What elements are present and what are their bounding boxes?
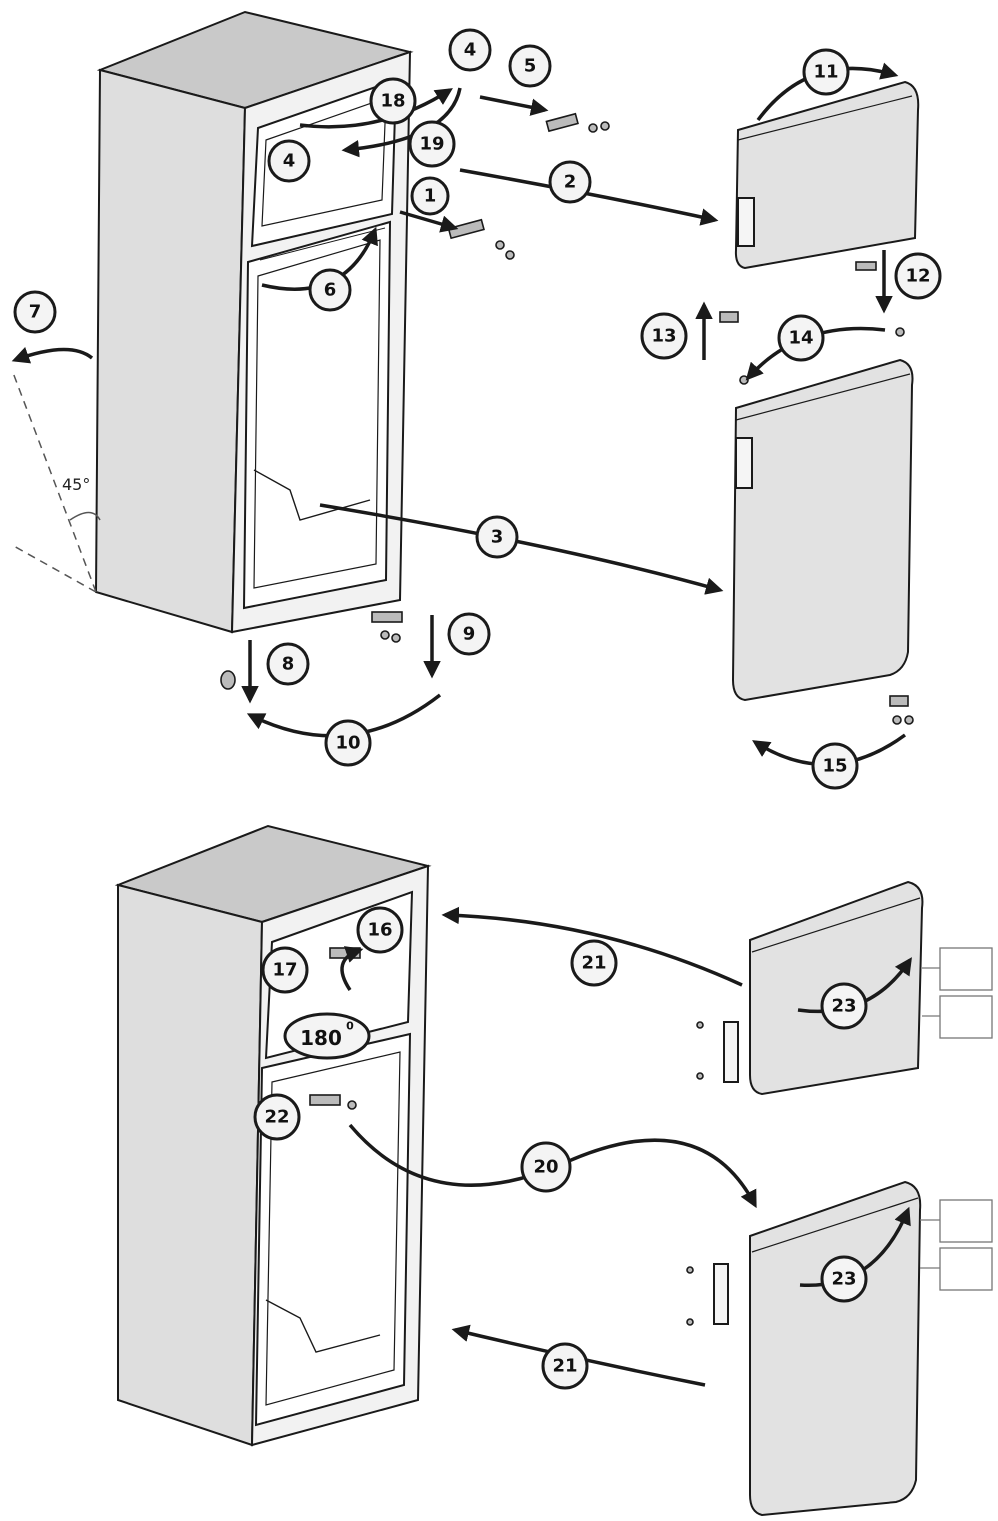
step-label: 21: [541, 1342, 589, 1390]
svg-text:8: 8: [282, 654, 295, 675]
svg-text:2: 2: [564, 172, 577, 193]
step-label: 14: [777, 314, 825, 362]
step-label: 4: [267, 139, 311, 183]
step-label: 15: [811, 742, 859, 790]
svg-text:18: 18: [380, 91, 405, 112]
svg-text:19: 19: [419, 134, 444, 155]
step-label: 1: [410, 176, 450, 216]
svg-text:7: 7: [29, 302, 42, 323]
fridge-door-bottom: [713, 1180, 922, 1517]
svg-text:12: 12: [905, 266, 930, 287]
svg-text:16: 16: [367, 920, 392, 941]
rotation-180-label: 180 0: [283, 1012, 371, 1060]
step-label: 8: [266, 642, 310, 686]
step-label: 11: [802, 48, 850, 96]
step-label: 13: [640, 312, 688, 360]
svg-text:21: 21: [581, 953, 606, 974]
fridge-top: [94, 10, 414, 634]
svg-text:22: 22: [264, 1107, 289, 1128]
svg-text:6: 6: [324, 280, 337, 301]
step-label: 4: [448, 28, 492, 72]
step-label: 17: [261, 946, 309, 994]
step-label: 18: [369, 77, 417, 125]
hinge-parts-top: [220, 112, 914, 725]
svg-text:10: 10: [335, 733, 360, 754]
svg-text:0: 0: [346, 1020, 354, 1033]
detail-boxes: [920, 947, 993, 1291]
step-label: 3: [475, 515, 519, 559]
svg-text:20: 20: [533, 1157, 558, 1178]
svg-text:4: 4: [464, 40, 477, 61]
step-label: 7: [13, 290, 57, 334]
step-label: 20: [520, 1141, 572, 1193]
svg-text:23: 23: [831, 1269, 856, 1290]
step-label: 21: [570, 939, 618, 987]
step-label: 19: [408, 120, 456, 168]
step-label: 10: [324, 719, 372, 767]
freezer-door-bottom: [723, 880, 924, 1096]
svg-text:5: 5: [524, 56, 537, 77]
tilt-guide: [11, 369, 101, 593]
step-label: 9: [447, 612, 491, 656]
svg-text:21: 21: [552, 1356, 577, 1377]
freezer-door-top: [734, 80, 920, 270]
svg-text:13: 13: [651, 326, 676, 347]
angle-45-label: 45°: [62, 475, 90, 494]
step-label: 12: [894, 252, 942, 300]
step-label: 22: [253, 1093, 301, 1141]
step-label: 5: [508, 44, 552, 88]
svg-text:3: 3: [491, 527, 504, 548]
svg-text:15: 15: [822, 756, 847, 777]
svg-text:23: 23: [831, 996, 856, 1017]
step-label: 16: [356, 906, 404, 954]
fridge-door-top: [731, 358, 914, 702]
svg-text:11: 11: [813, 62, 838, 83]
svg-text:17: 17: [272, 960, 297, 981]
svg-text:14: 14: [788, 328, 813, 349]
step-label: 23: [820, 1255, 868, 1303]
svg-text:9: 9: [463, 624, 476, 645]
svg-text:180: 180: [300, 1026, 342, 1050]
step-label: 6: [308, 268, 352, 312]
step-labels: 1 2 3 4 4 5 6 7 8 9 10 11 12 13 14 15 16…: [13, 28, 942, 1390]
step-label: 23: [820, 982, 868, 1030]
svg-text:4: 4: [283, 151, 296, 172]
step-label: 2: [548, 160, 592, 204]
svg-text:1: 1: [424, 186, 437, 207]
